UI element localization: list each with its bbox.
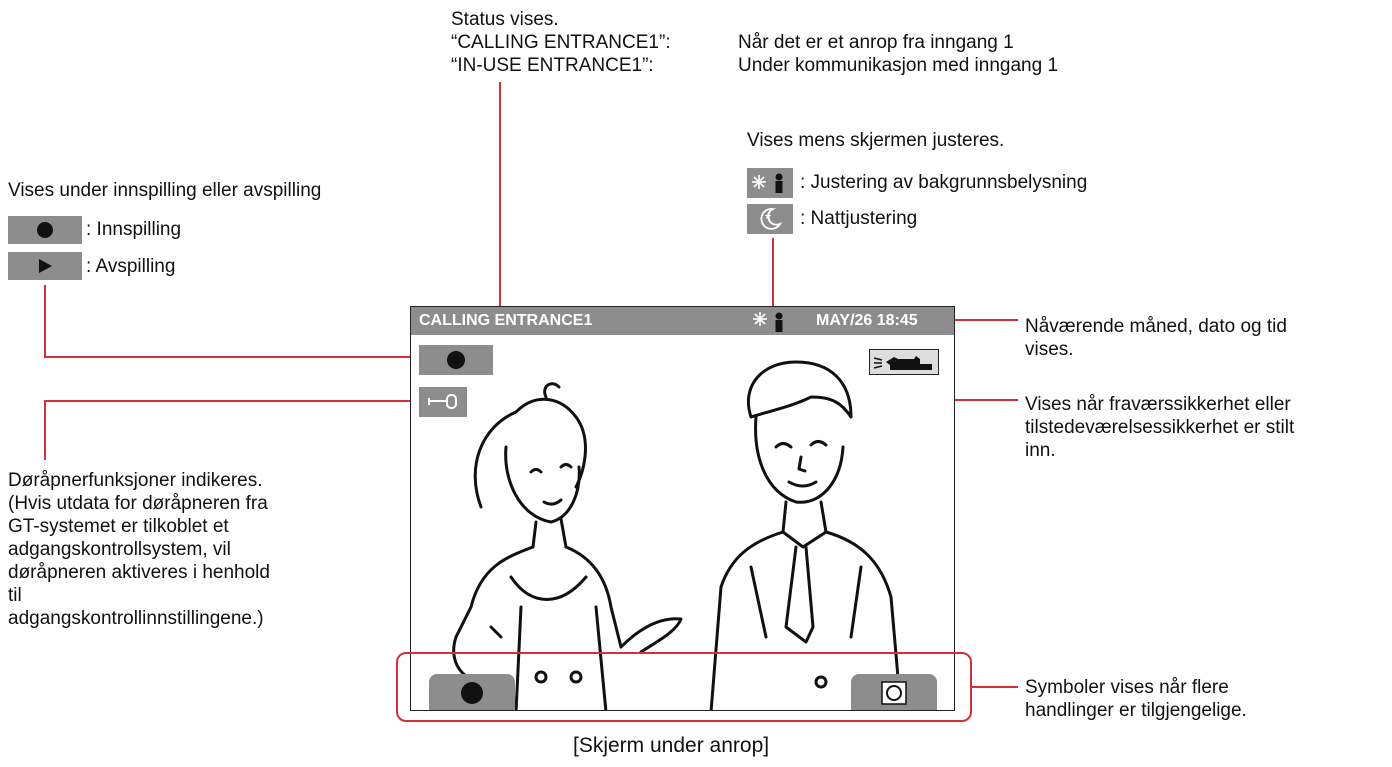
- status-note-title: Status vises.: [451, 9, 559, 30]
- status-text: CALLING ENTRANCE1: [419, 312, 593, 329]
- night-moon-icon: ★: [760, 208, 783, 230]
- datetime-desc-1: Nåværende måned, dato og tid: [1025, 316, 1287, 337]
- record-dot-icon: [37, 222, 53, 238]
- door-note-line5: døråpneren aktiveres i henhold: [8, 562, 270, 583]
- door-note-line6: til: [8, 585, 22, 606]
- softkey-right: [851, 674, 937, 710]
- datetime-text: MAY/26 18:45: [816, 312, 918, 329]
- status-calling-code: “CALLING ENTRANCE1”:: [451, 32, 671, 53]
- door-release-indicator: [419, 387, 467, 417]
- backlight-label: : Justering av bakgrunnsbelysning: [800, 172, 1088, 193]
- leader-record: [44, 285, 417, 358]
- door-note-line3: GT-systemet er tilkoblet et: [8, 516, 229, 537]
- security-desc-2: tilstedeværelsessikkerhet er stilt: [1025, 417, 1295, 438]
- record-chip: [8, 216, 82, 244]
- leader-door: [44, 400, 417, 460]
- door-note-line7: adgangskontrollinnstillingene.): [8, 608, 264, 629]
- softkey-left: [429, 674, 515, 710]
- record-indicator: [419, 345, 493, 375]
- play-label: : Avspilling: [86, 256, 176, 277]
- symbols-desc-1: Symboler vises når flere: [1025, 677, 1229, 698]
- backlight-chip: [747, 168, 793, 198]
- record-note-title: Vises under innspilling eller avspilling: [8, 180, 322, 201]
- record-dot-icon: [447, 351, 465, 369]
- status-calling-desc: Når det er et anrop fra inngang 1: [738, 32, 1014, 53]
- status-inuse-desc: Under kommunikasjon med inngang 1: [738, 55, 1059, 76]
- adjust-note-title: Vises mens skjermen justeres.: [747, 130, 1005, 151]
- datetime-desc-2: vises.: [1025, 339, 1074, 360]
- key-icon: [428, 394, 457, 409]
- visitors-illustration: [452, 360, 903, 710]
- security-desc-1: Vises når fraværssikkerhet eller: [1025, 394, 1291, 415]
- security-indicator: [869, 349, 939, 375]
- night-label: : Nattjustering: [800, 208, 918, 229]
- record-dot-icon: [461, 682, 483, 704]
- record-label: : Innspilling: [86, 219, 182, 240]
- caption: [Skjerm under anrop]: [573, 734, 770, 757]
- security-desc-3: inn.: [1025, 440, 1056, 461]
- security-dog-icon: [873, 356, 932, 370]
- backlight-icon: [752, 173, 783, 193]
- status-inuse-code: “IN-USE ENTRANCE1”:: [451, 55, 654, 76]
- door-note-line4: adgangskontrollsystem, vil: [8, 539, 231, 560]
- svg-text:★: ★: [764, 212, 772, 222]
- circle-outline-icon: [881, 681, 907, 705]
- door-note-line1: Døråpnerfunksjoner indikeres.: [8, 470, 263, 491]
- play-chip: [8, 252, 82, 280]
- night-chip: ★: [747, 204, 793, 234]
- backlight-status-icon: [753, 312, 783, 332]
- symbols-desc-2: handlinger er tilgjengelige.: [1025, 700, 1247, 721]
- play-icon: [39, 259, 52, 273]
- symbols-bracket: [396, 652, 972, 722]
- door-note-line2: (Hvis utdata for døråpneren fra: [8, 493, 268, 514]
- status-bar: CALLING ENTRANCE1 MAY/26 18:45: [411, 307, 954, 335]
- monitor-screen: CALLING ENTRANCE1 MAY/26 18:45: [410, 306, 955, 711]
